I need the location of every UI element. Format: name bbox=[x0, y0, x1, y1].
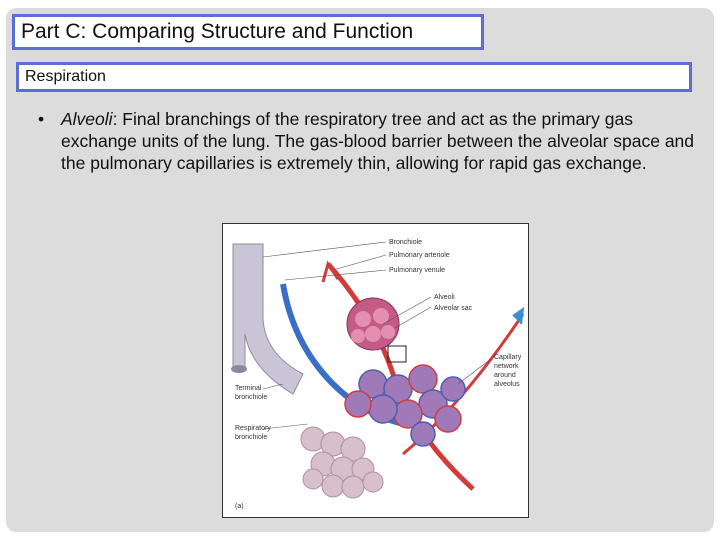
alveoli-clusters bbox=[344, 364, 466, 447]
bullet-text: Alveoli: Final branchings of the respira… bbox=[61, 108, 696, 174]
capillary-arrow-head bbox=[512, 306, 525, 325]
alveoli-diagram: Bronchiole Pulmonary arteriole Pulmonary… bbox=[222, 223, 529, 518]
alveolar-sac-cluster bbox=[346, 297, 400, 351]
bronchiole-opening bbox=[231, 365, 247, 373]
label-alveolar-sac: Alveolar sac bbox=[434, 305, 473, 312]
label-pulmonary-venule: Pulmonary venule bbox=[389, 267, 445, 274]
section-heading: Respiration bbox=[16, 62, 692, 92]
section-heading-text: Respiration bbox=[25, 68, 106, 85]
label-capillary-line1: Capillary bbox=[494, 354, 522, 361]
label-capillary-line3: around bbox=[494, 372, 516, 379]
slide-title-text: Part C: Comparing Structure and Function bbox=[21, 20, 414, 43]
label-pulmonary-arteriole: Pulmonary arteriole bbox=[389, 252, 450, 259]
label-capillary-line2: network bbox=[494, 363, 519, 370]
slide-title: Part C: Comparing Structure and Function bbox=[12, 14, 484, 50]
label-terminal-line2: bronchiole bbox=[235, 394, 267, 401]
bullet-term: Alveoli bbox=[61, 109, 113, 129]
bronchiole-tube bbox=[232, 243, 304, 395]
arteriole-arrow bbox=[321, 260, 340, 283]
label-respiratory-line1: Respiratory bbox=[235, 425, 271, 432]
bullet-body: : Final branchings of the respiratory tr… bbox=[61, 109, 695, 173]
leader-lines bbox=[262, 241, 492, 430]
label-bronchiole: Bronchiole bbox=[389, 239, 422, 246]
respiratory-bronchiole-cluster bbox=[300, 426, 384, 499]
label-alveoli: Alveoli bbox=[434, 294, 455, 301]
detail-box bbox=[387, 345, 407, 363]
bullet-point: • Alveoli: Final branchings of the respi… bbox=[26, 108, 696, 174]
slide-background: Part C: Comparing Structure and Function… bbox=[6, 8, 714, 532]
label-panel: (a) bbox=[235, 503, 244, 510]
label-respiratory-line2: bronchiole bbox=[235, 434, 267, 441]
alveoli-illustration: Bronchiole Pulmonary arteriole Pulmonary… bbox=[231, 239, 525, 510]
bullet-marker: • bbox=[38, 109, 45, 129]
pulmonary-arteriole-vessel bbox=[326, 262, 475, 491]
label-terminal-line1: Terminal bbox=[235, 385, 262, 392]
label-capillary-line4: alveolus bbox=[494, 381, 520, 388]
